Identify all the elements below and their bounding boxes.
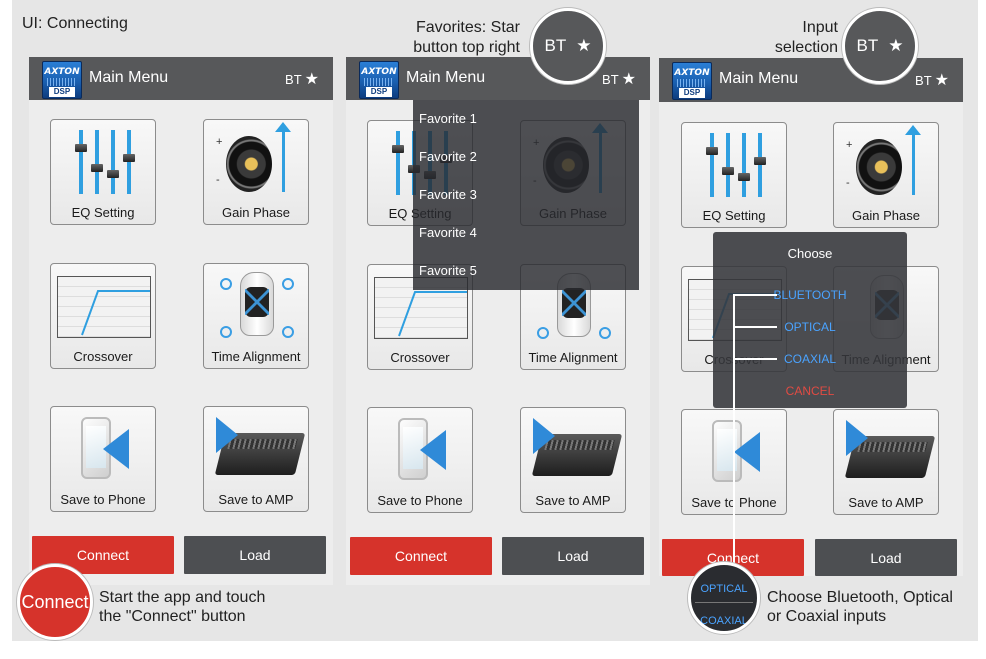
- connect-button[interactable]: Connect: [350, 537, 492, 575]
- choose-note-line2: or Coaxial inputs: [767, 608, 887, 625]
- cancel-option[interactable]: CANCEL: [785, 384, 835, 398]
- speaker-icon: [856, 139, 902, 195]
- tile-label: Save to AMP: [848, 495, 924, 510]
- tile-label: EQ Setting: [702, 208, 766, 223]
- load-button[interactable]: Load: [815, 539, 957, 576]
- speaker-icon: [226, 136, 272, 192]
- favorite-item-4[interactable]: Favorite 4: [419, 225, 477, 240]
- star-icon: ★: [576, 36, 592, 55]
- connector-line: [733, 295, 735, 576]
- arrow-right-icon: [216, 417, 238, 453]
- load-button[interactable]: Load: [184, 536, 326, 574]
- favorites-note-line1: Favorites: Star: [415, 19, 520, 36]
- save-to-amp-tile[interactable]: Save to AMP: [833, 409, 939, 515]
- choose-note-line1: Choose Bluetooth, Optical: [767, 589, 953, 606]
- favorite-item-1[interactable]: Favorite 1: [419, 111, 477, 126]
- favorite-item-3[interactable]: Favorite 3: [419, 187, 477, 202]
- tile-label: Crossover: [73, 349, 133, 364]
- bt-favorites-button[interactable]: BT★: [602, 71, 636, 88]
- star-icon[interactable]: ★: [621, 71, 636, 88]
- arrow-left-icon: [103, 429, 129, 469]
- arrow-up-icon: [275, 122, 291, 192]
- crossover-tile[interactable]: Crossover: [50, 263, 156, 369]
- favorite-item-2[interactable]: Favorite 2: [419, 149, 477, 164]
- arrow-left-icon: [734, 432, 760, 472]
- star-icon: ★: [888, 36, 904, 55]
- coaxial-option[interactable]: COAXIAL: [783, 352, 837, 366]
- connect-callout: Connect: [17, 564, 93, 640]
- input-note-line2: selection: [774, 39, 838, 56]
- bt-star-callout: BT★: [842, 8, 918, 84]
- start-note-line2: the "Connect" button: [99, 608, 246, 625]
- eq-sliders-icon: [73, 130, 137, 196]
- arrow-up-icon: [905, 125, 921, 195]
- tile-label: Time Alignment: [528, 350, 618, 365]
- dialog-title: Choose: [787, 246, 833, 261]
- start-note-line1: Start the app and touch: [99, 589, 266, 606]
- page-title: Main Menu: [406, 69, 486, 86]
- star-icon[interactable]: ★: [934, 72, 949, 89]
- crossover-graph-icon: [57, 276, 151, 338]
- connector-line: [733, 326, 777, 328]
- eq-setting-tile[interactable]: EQ Setting: [681, 122, 787, 228]
- star-icon[interactable]: ★: [304, 71, 319, 88]
- bluetooth-option[interactable]: BLUETOOTH: [773, 288, 847, 302]
- tile-label: Crossover: [390, 350, 450, 365]
- tile-label: Save to AMP: [535, 493, 611, 508]
- connector-line: [733, 294, 777, 296]
- tile-label: Save to AMP: [218, 492, 294, 507]
- save-to-phone-tile[interactable]: Save to Phone: [50, 406, 156, 512]
- input-choose-dialog: Choose BLUETOOTH OPTICAL COAXIAL CANCEL: [713, 232, 907, 408]
- tile-label: Time Alignment: [211, 349, 301, 364]
- bt-favorites-button[interactable]: BT★: [915, 72, 949, 89]
- save-to-amp-tile[interactable]: Save to AMP: [520, 407, 626, 513]
- page-title: Main Menu: [89, 69, 169, 86]
- input-note-line1: Input: [802, 19, 838, 36]
- time-alignment-tile[interactable]: Time Alignment: [203, 263, 309, 369]
- eq-sliders-icon: [704, 133, 768, 199]
- tile-label: EQ Setting: [71, 205, 135, 220]
- tile-label: Save to Phone: [377, 493, 463, 508]
- car-icon: [240, 272, 274, 336]
- figure-background: UI: Connecting Favorites: Star button to…: [12, 0, 978, 641]
- favorite-item-5[interactable]: Favorite 5: [419, 263, 477, 278]
- crossover-tile[interactable]: Crossover: [367, 264, 473, 370]
- favorites-dropdown: Favorite 1 Favorite 2 Favorite 3 Favorit…: [413, 100, 639, 290]
- arrow-right-icon: [533, 418, 555, 454]
- load-button[interactable]: Load: [502, 537, 644, 575]
- gain-phase-tile[interactable]: + - Gain Phase: [203, 119, 309, 225]
- save-to-phone-tile[interactable]: Save to Phone: [367, 407, 473, 513]
- tile-label: Gain Phase: [222, 205, 290, 220]
- arrow-right-icon: [846, 420, 868, 456]
- bt-favorites-button[interactable]: BT★: [285, 71, 319, 88]
- optical-option[interactable]: OPTICAL: [784, 320, 836, 334]
- save-to-amp-tile[interactable]: Save to AMP: [203, 406, 309, 512]
- phone-icon: [398, 418, 428, 480]
- bt-star-callout: BT★: [530, 8, 606, 84]
- tile-label: Gain Phase: [852, 208, 920, 223]
- optical-coaxial-callout: OPTICAL COAXIAL: [688, 562, 760, 634]
- arrow-left-icon: [420, 430, 446, 470]
- connector-line: [733, 358, 777, 360]
- favorites-note-line2: button top right: [413, 39, 520, 56]
- eq-setting-tile[interactable]: EQ Setting: [50, 119, 156, 225]
- gain-phase-tile[interactable]: + - Gain Phase: [833, 122, 939, 228]
- tile-label: Save to Phone: [60, 492, 146, 507]
- ui-caption: UI: Connecting: [22, 15, 128, 32]
- page-title: Main Menu: [719, 70, 799, 87]
